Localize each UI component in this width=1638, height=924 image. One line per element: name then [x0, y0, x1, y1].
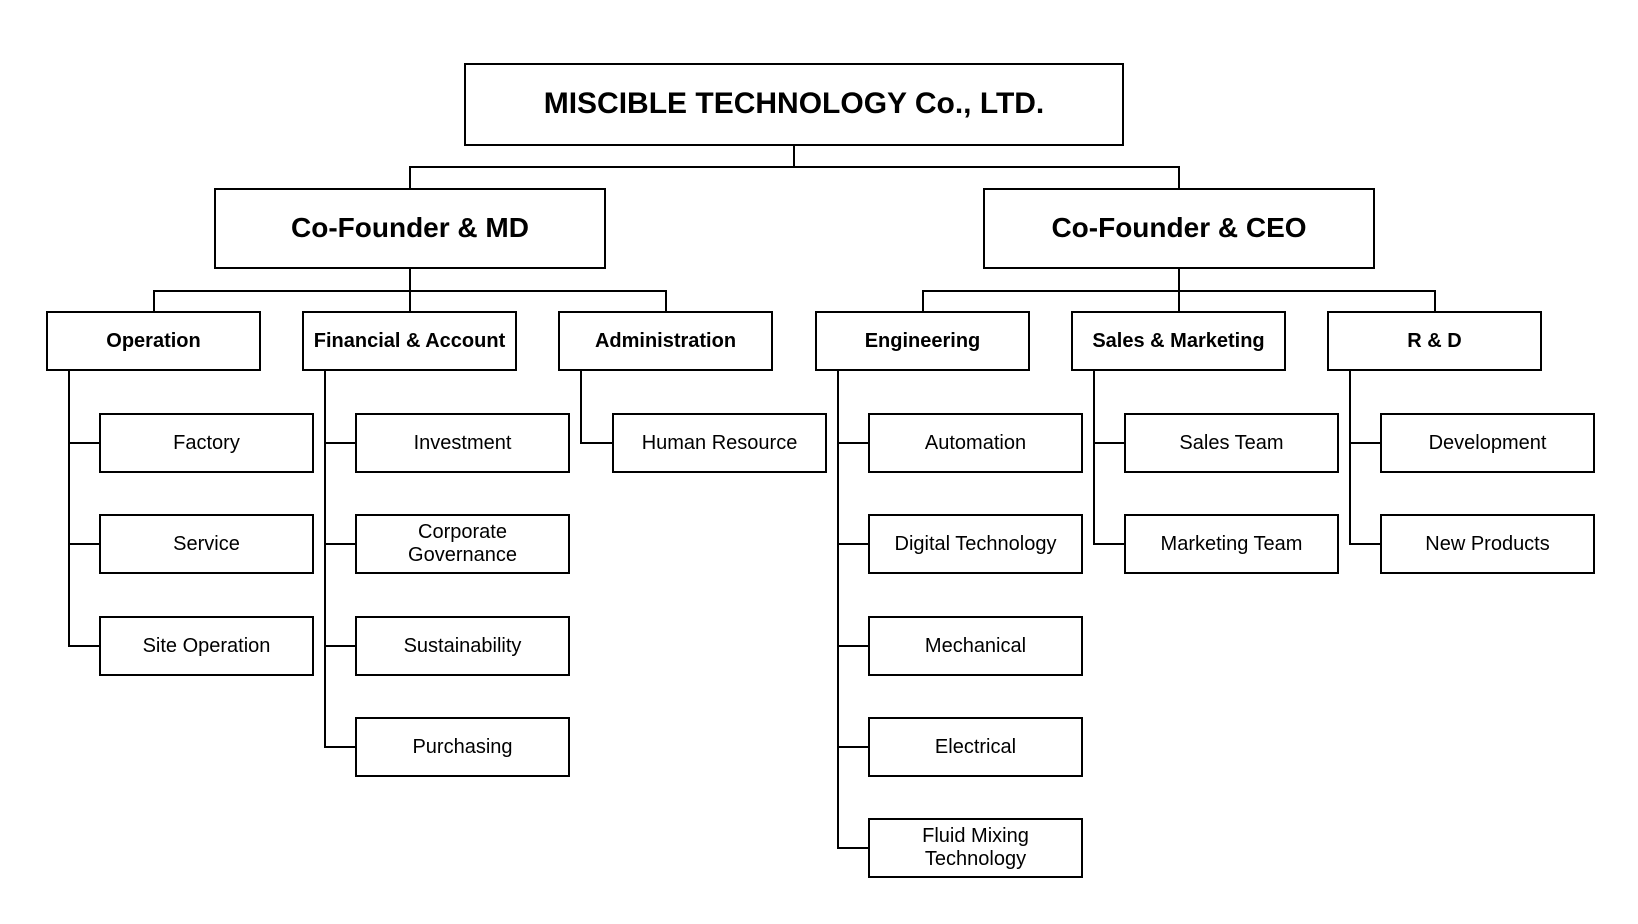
unit-development: Development — [1380, 413, 1595, 473]
unit-investment: Investment — [355, 413, 570, 473]
unit-site-operation: Site Operation — [99, 616, 314, 676]
unit-digital-technology: Digital Technology — [868, 514, 1083, 574]
unit-purchasing: Purchasing — [355, 717, 570, 777]
unit-mechanical: Mechanical — [868, 616, 1083, 676]
unit-new-products: New Products — [1380, 514, 1595, 574]
dept-engineering: Engineering — [815, 311, 1030, 371]
company-name: MISCIBLE TECHNOLOGY Co., LTD. — [543, 87, 1045, 121]
dept-financial-account: Financial & Account — [302, 311, 517, 371]
dept-rnd: R & D — [1327, 311, 1542, 371]
unit-human-resource: Human Resource — [612, 413, 827, 473]
unit-sales-team: Sales Team — [1124, 413, 1339, 473]
unit-sustainability: Sustainability — [355, 616, 570, 676]
unit-automation: Automation — [868, 413, 1083, 473]
unit-fluid-mixing-technology: Fluid Mixing Technology — [868, 818, 1083, 878]
company-name-box: MISCIBLE TECHNOLOGY Co., LTD. — [464, 63, 1124, 146]
unit-corporate-governance: Corporate Governance — [355, 514, 570, 574]
unit-factory: Factory — [99, 413, 314, 473]
unit-electrical: Electrical — [868, 717, 1083, 777]
md-box: Co-Founder & MD — [214, 188, 606, 269]
unit-marketing-team: Marketing Team — [1124, 514, 1339, 574]
md-title: Co-Founder & MD — [291, 212, 529, 244]
dept-sales-marketing: Sales & Marketing — [1071, 311, 1286, 371]
dept-operation: Operation — [46, 311, 261, 371]
ceo-title: Co-Founder & CEO — [1051, 212, 1307, 244]
dept-administration: Administration — [558, 311, 773, 371]
unit-service: Service — [99, 514, 314, 574]
ceo-box: Co-Founder & CEO — [983, 188, 1375, 269]
